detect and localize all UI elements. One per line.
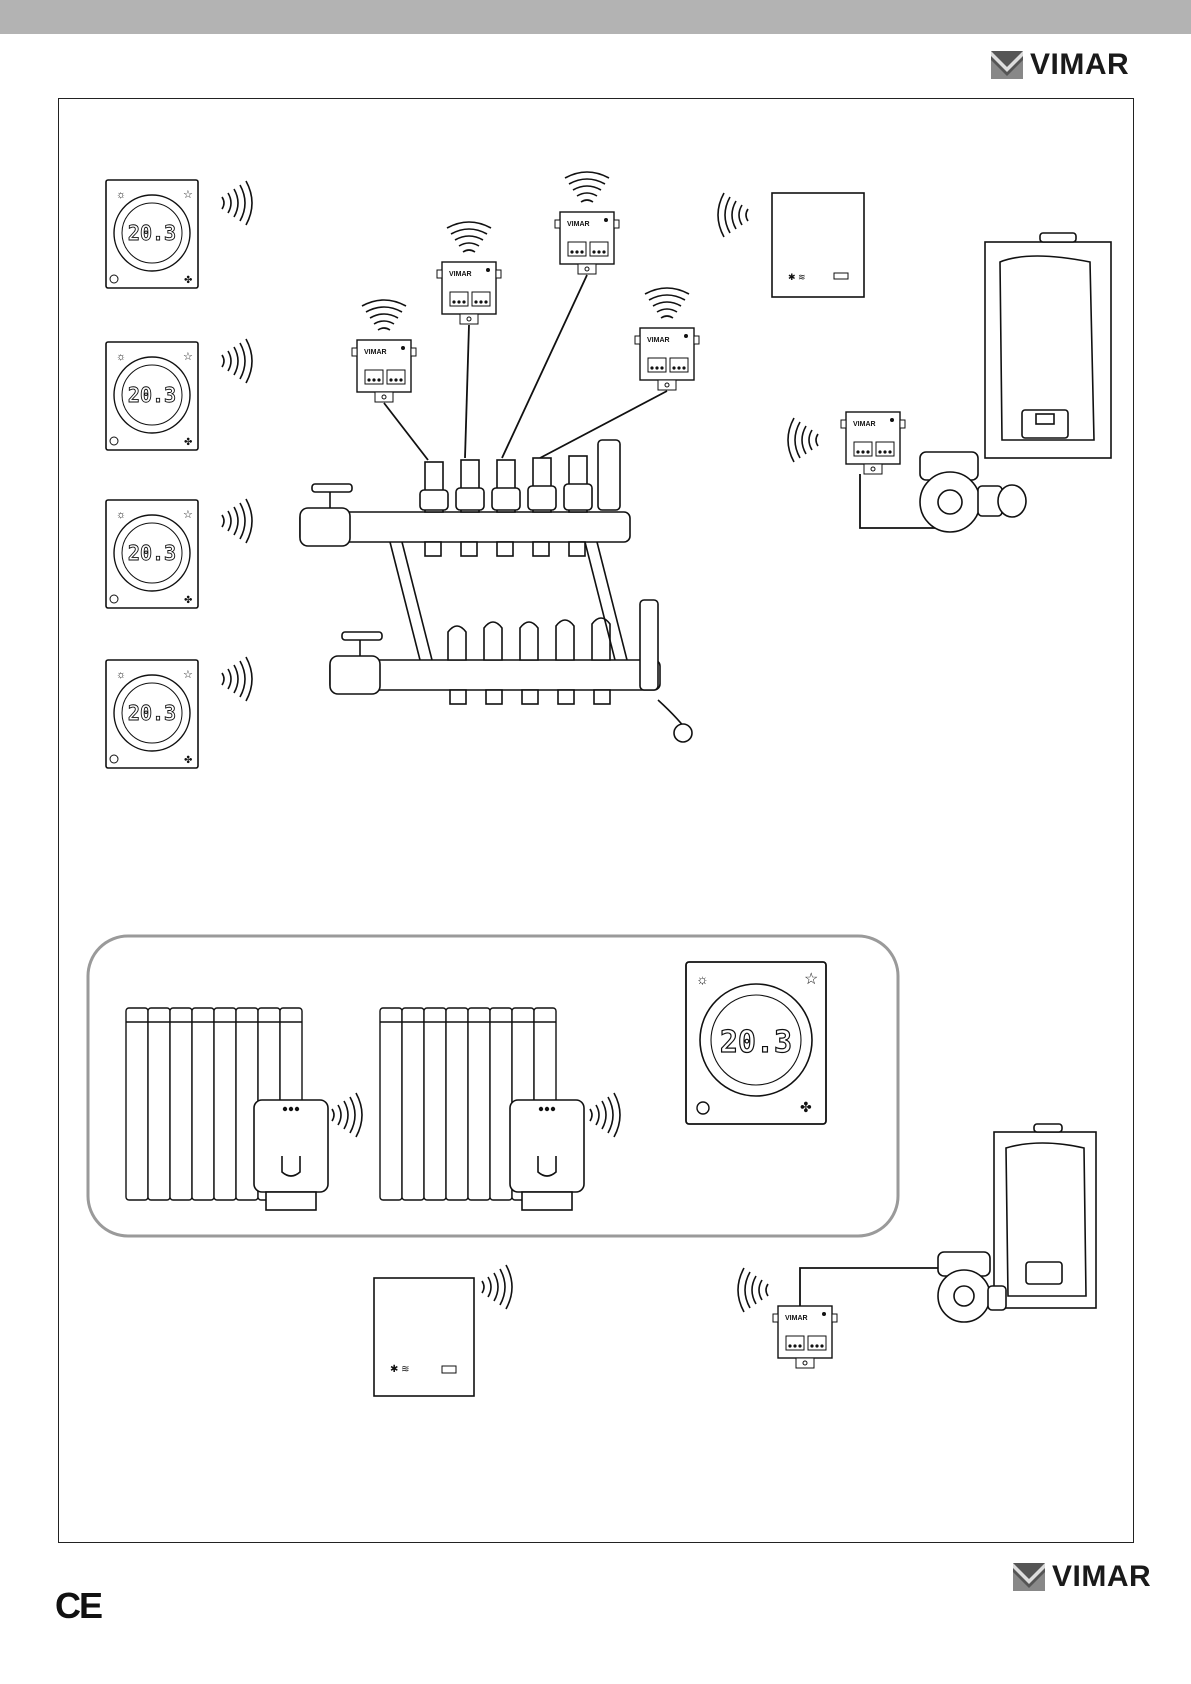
svg-text:☼: ☼ (116, 351, 126, 363)
actuator-module-4: VIMAR (635, 328, 699, 390)
boiler-icon (985, 233, 1111, 458)
manifold-icon (300, 440, 692, 742)
radio-waves-icon (222, 657, 252, 701)
footer-logo: VIMAR (1012, 1560, 1151, 1594)
radio-waves-icon (788, 418, 818, 462)
radio-waves-icon (718, 193, 748, 237)
svg-text:☆: ☆ (183, 509, 193, 521)
radio-waves-icon (222, 181, 252, 225)
actuator-module-pump: VIMAR (841, 412, 905, 474)
actuator-module-3: VIMAR (555, 212, 619, 274)
svg-text:✤: ✤ (800, 1099, 812, 1115)
svg-text:☼: ☼ (116, 189, 126, 201)
gateway-icon: ✱ ≋ (772, 193, 864, 297)
svg-text:☼: ☼ (116, 669, 126, 681)
thermostat-2-display: 20.3 (128, 383, 176, 407)
radio-waves-icon (565, 172, 609, 202)
vimar-logo-icon (1012, 1562, 1046, 1592)
svg-text:✱ ≋: ✱ ≋ (390, 1364, 410, 1375)
gateway-icon: ✱ ≋ (374, 1278, 474, 1396)
thermostat-3: 20.3 ☼ ☆ ✤ (106, 500, 198, 608)
thermostat-3-display: 20.3 (128, 541, 176, 565)
thermostat-1: 20.3 ☼ ☆ ✤ (106, 180, 198, 288)
thermostat-2: 20.3 ☼ ☆ ✤ (106, 342, 198, 450)
svg-text:VIMAR: VIMAR (567, 221, 590, 228)
actuator-module-1: VIMAR (352, 340, 416, 402)
svg-text:☆: ☆ (183, 351, 193, 363)
ce-mark: CE (55, 1585, 101, 1627)
svg-text:✤: ✤ (184, 595, 192, 606)
thermostat-large: 20.3 ☼ ☆ ✤ (686, 962, 826, 1124)
radio-waves-icon (222, 499, 252, 543)
radio-waves-icon (482, 1265, 512, 1309)
svg-text:✤: ✤ (184, 275, 192, 286)
svg-text:✤: ✤ (184, 437, 192, 448)
radio-waves-icon (447, 222, 491, 252)
svg-text:✱ ≋: ✱ ≋ (788, 272, 806, 282)
svg-text:VIMAR: VIMAR (785, 1315, 808, 1322)
svg-text:VIMAR: VIMAR (364, 349, 387, 356)
svg-text:☆: ☆ (183, 669, 193, 681)
svg-text:☆: ☆ (183, 189, 193, 201)
thermostat-1-display: 20.3 (128, 221, 176, 245)
thermostat-large-display: 20.3 (720, 1025, 792, 1060)
radio-waves-icon (222, 339, 252, 383)
svg-text:☼: ☼ (116, 509, 126, 521)
svg-text:✤: ✤ (184, 755, 192, 766)
thermostat-4: 20.3 ☼ ☆ ✤ (106, 660, 198, 768)
radio-waves-icon (645, 288, 689, 318)
footer-brand: VIMAR (1052, 1560, 1151, 1594)
pump-icon (920, 452, 1026, 532)
svg-text:☆: ☆ (804, 971, 818, 988)
thermostat-4-display: 20.3 (128, 701, 176, 725)
actuator-module-pump-2: VIMAR (773, 1306, 837, 1368)
svg-text:VIMAR: VIMAR (647, 337, 670, 344)
boiler-icon (994, 1124, 1096, 1308)
svg-text:VIMAR: VIMAR (449, 271, 472, 278)
actuator-module-2: VIMAR (437, 262, 501, 324)
svg-text:☼: ☼ (696, 971, 709, 987)
radio-waves-icon (362, 300, 406, 330)
radio-waves-icon (738, 1268, 768, 1312)
svg-text:VIMAR: VIMAR (853, 421, 876, 428)
